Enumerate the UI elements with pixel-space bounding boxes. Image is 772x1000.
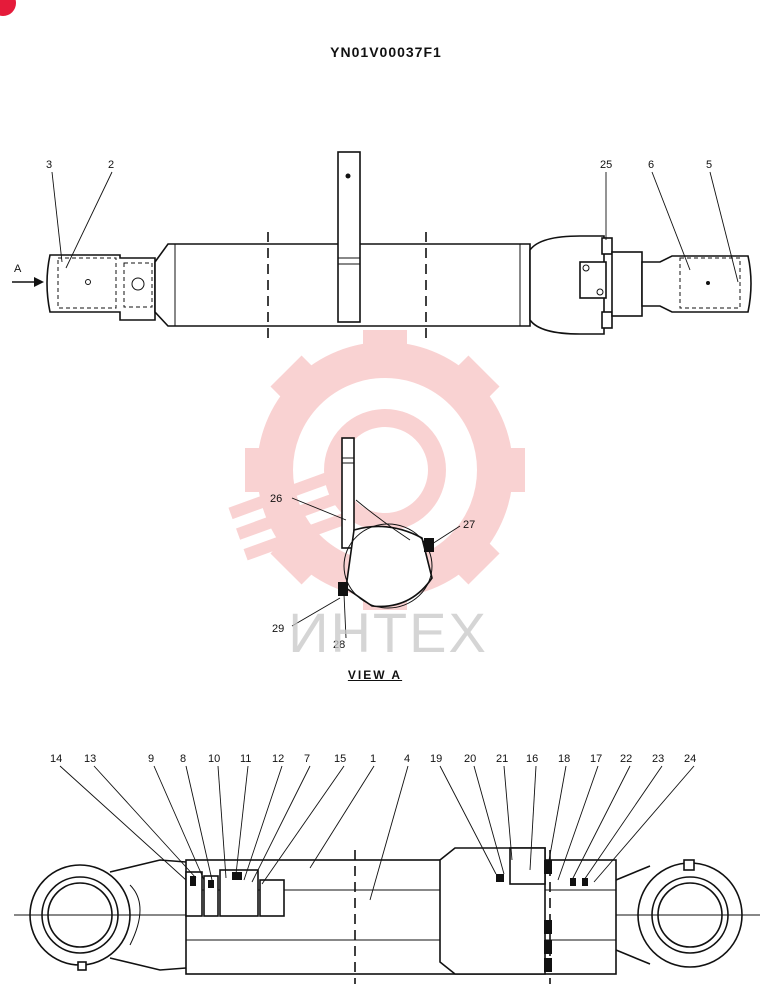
callout-2: 2 <box>108 159 114 171</box>
watermark-text: ИНТЕХ <box>288 601 488 664</box>
callout-17: 17 <box>590 753 602 765</box>
callout-1: 1 <box>370 753 376 765</box>
callout-14: 14 <box>50 753 62 765</box>
callout-25: 25 <box>600 159 612 171</box>
callout-15: 15 <box>334 753 346 765</box>
view-arrow-label: A <box>14 263 22 275</box>
callout-5: 5 <box>706 159 712 171</box>
callout-6: 6 <box>648 159 654 171</box>
callout-27: 27 <box>463 519 475 531</box>
callout-10: 10 <box>208 753 220 765</box>
callout-20: 20 <box>464 753 476 765</box>
corner-badge <box>0 0 16 16</box>
callout-19: 19 <box>430 753 442 765</box>
callout-18: 18 <box>558 753 570 765</box>
callout-23: 23 <box>652 753 664 765</box>
callout-3: 3 <box>46 159 52 171</box>
callout-21: 21 <box>496 753 508 765</box>
callout-4: 4 <box>404 753 410 765</box>
callout-29: 29 <box>272 623 284 635</box>
callout-13: 13 <box>84 753 96 765</box>
callout-8: 8 <box>180 753 186 765</box>
callout-16: 16 <box>526 753 538 765</box>
callout-12: 12 <box>272 753 284 765</box>
callout-11: 11 <box>240 753 251 765</box>
callout-22: 22 <box>620 753 632 765</box>
view-a-label: VIEW A <box>347 668 403 682</box>
callout-26: 26 <box>270 493 282 505</box>
callout-24: 24 <box>684 753 696 765</box>
callout-7: 7 <box>304 753 310 765</box>
document-code: YN01V00037F1 <box>330 44 442 60</box>
callout-9: 9 <box>148 753 154 765</box>
callout-28: 28 <box>333 639 345 651</box>
